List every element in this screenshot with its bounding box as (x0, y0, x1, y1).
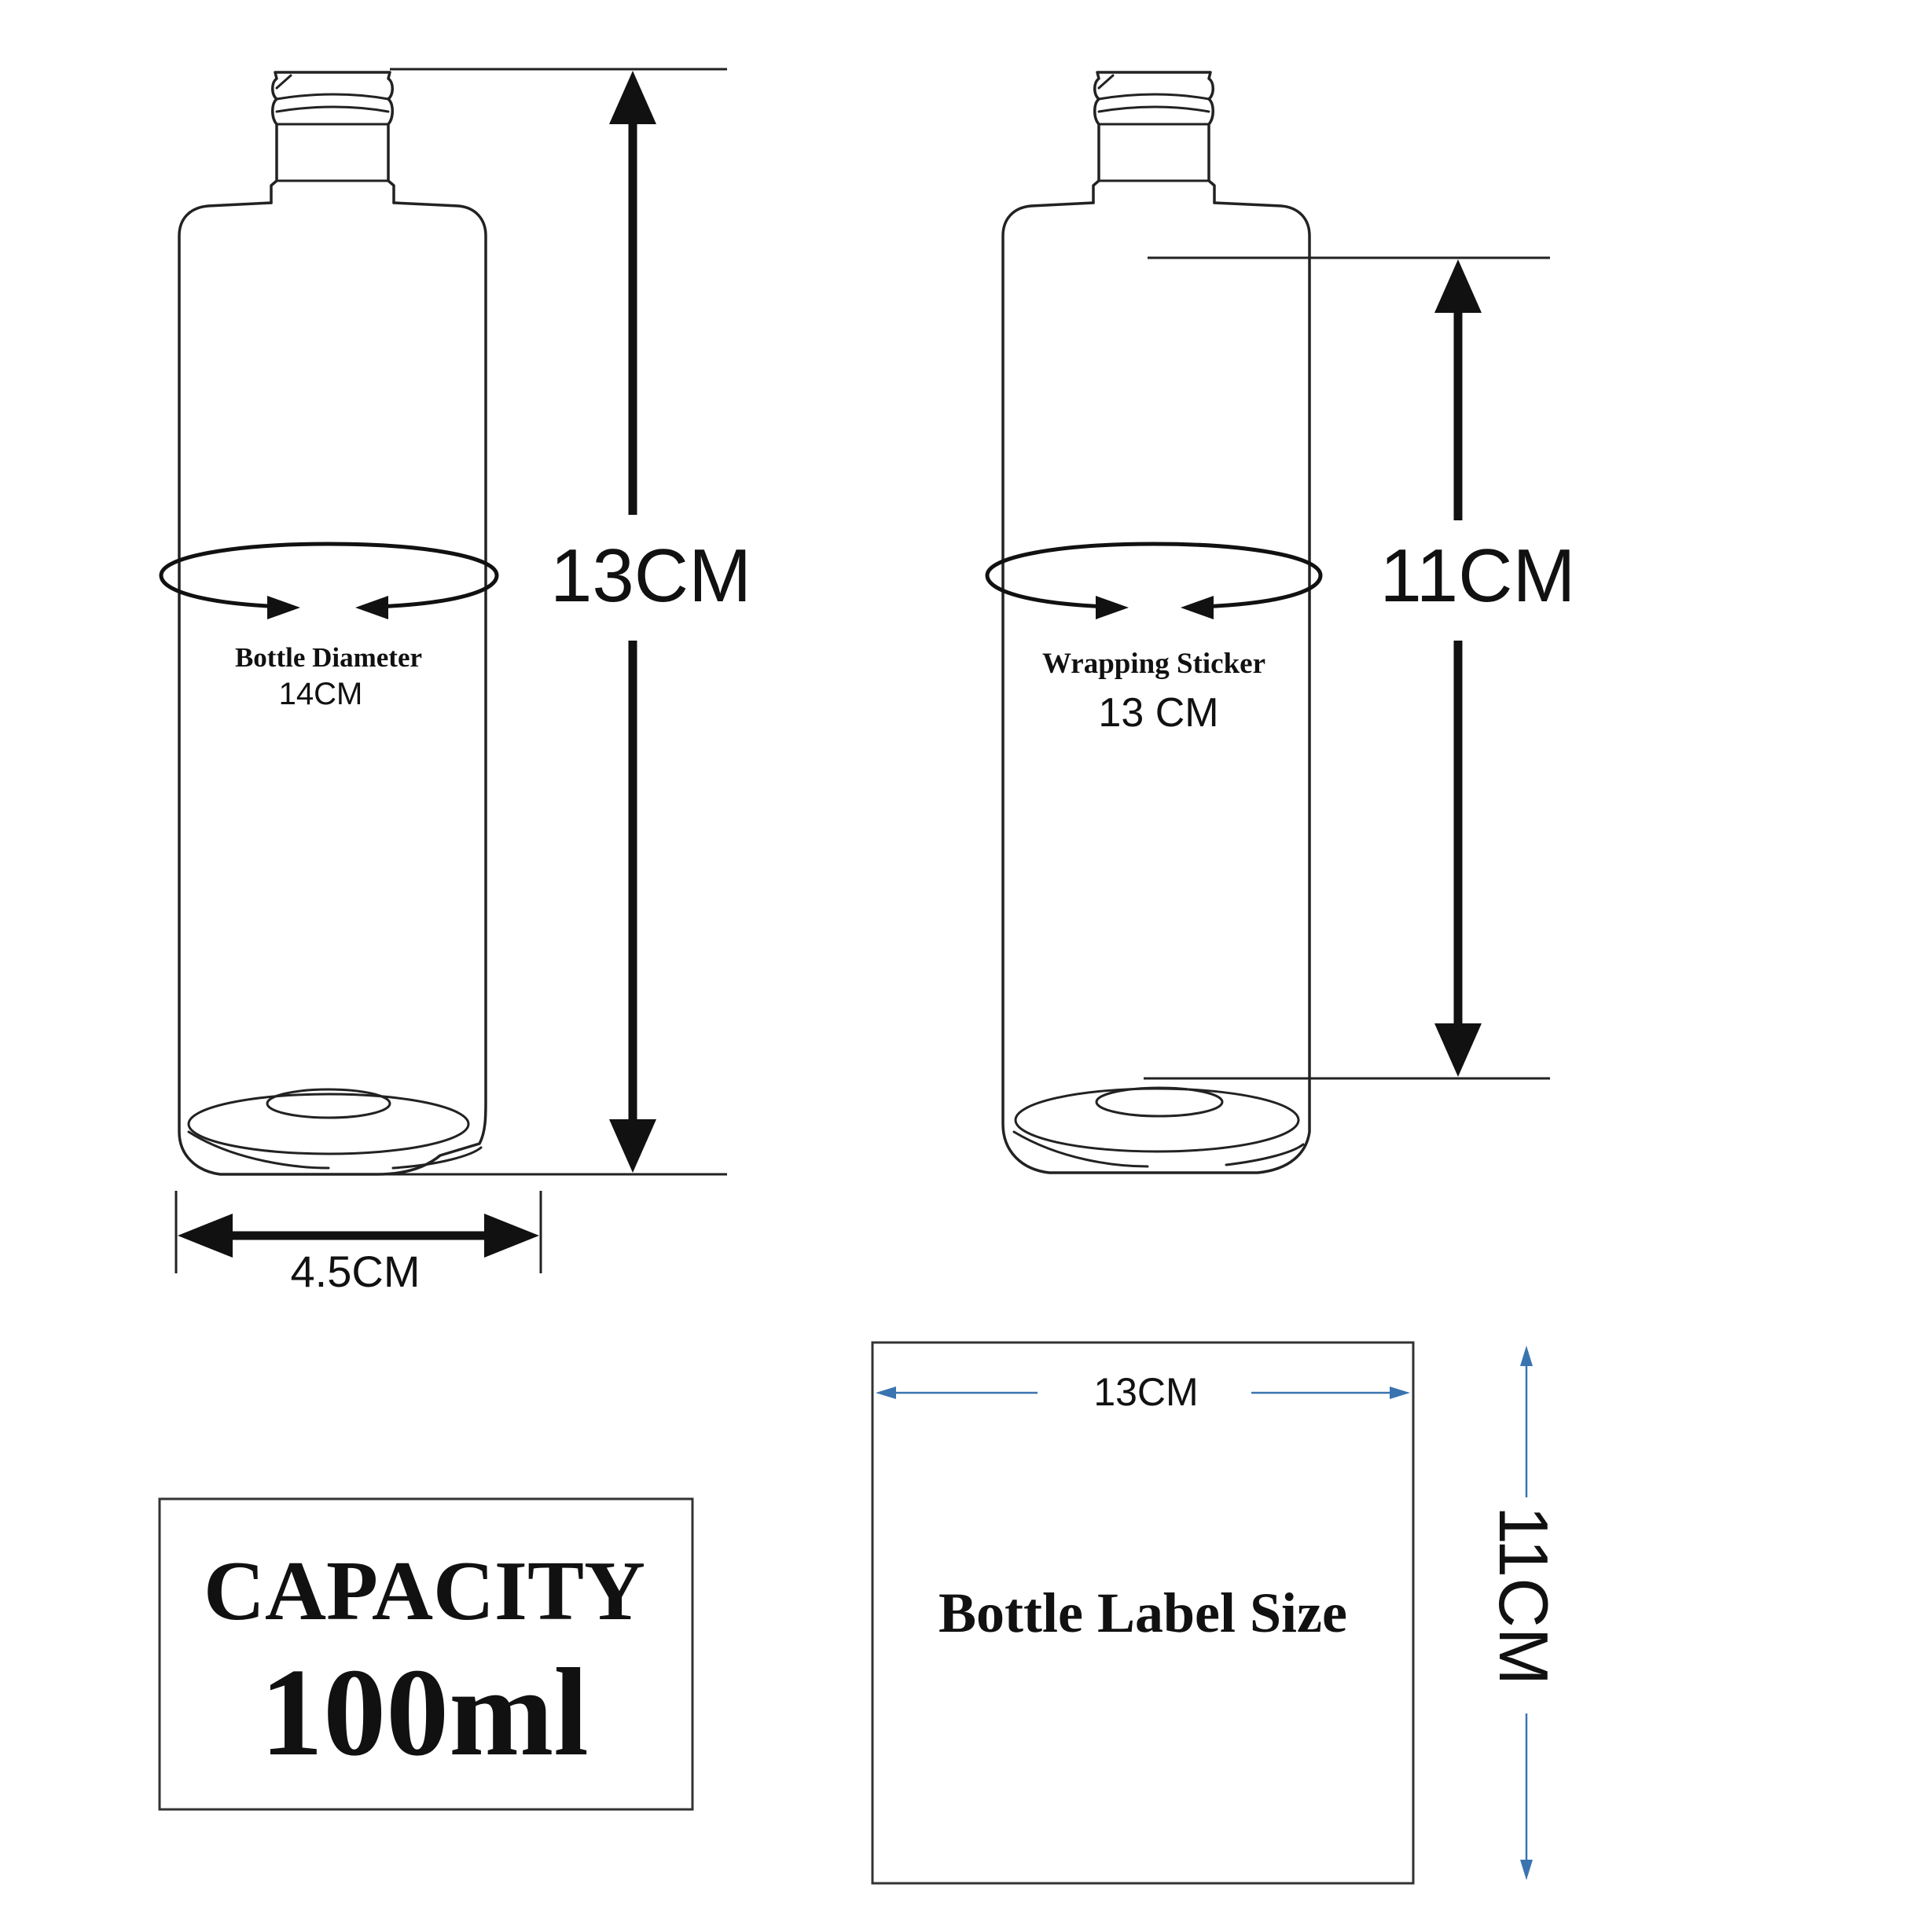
left-bottle (178, 71, 487, 1176)
label-width-label: 13CM (1093, 1370, 1198, 1414)
left-height-label: 13CM (550, 534, 751, 618)
capacity-title: CAPACITY (204, 1544, 645, 1638)
label-size-box (871, 1341, 1415, 1885)
label-width-dimension (876, 1387, 1410, 1399)
right-height-label: 11CM (1380, 534, 1576, 618)
right-ring-caption: Wrapping Sticker (1042, 648, 1265, 680)
left-bottle-base-dimple (266, 1088, 391, 1119)
left-width-label: 4.5CM (291, 1247, 421, 1296)
left-width-arrow (174, 1191, 542, 1273)
right-ring-value: 13 CM (1098, 690, 1218, 736)
label-size-title: Bottle Label Size (938, 1581, 1347, 1644)
right-sticker-ring (985, 542, 1323, 619)
left-bottle-threads (275, 74, 390, 182)
right-height-arrow (1434, 259, 1482, 1077)
capacity-value: 100ml (260, 1642, 589, 1782)
right-bottle-neck (1092, 71, 1216, 204)
left-ring-value: 14CM (279, 677, 363, 711)
label-height-dimension (1520, 1346, 1533, 1880)
left-bottle-neck (270, 71, 395, 204)
left-height-arrow (609, 71, 656, 1173)
left-bottle-base-ellipse (187, 1093, 470, 1155)
label-height-label: 11CM (1485, 1506, 1563, 1685)
right-bottle-threads (1097, 74, 1210, 182)
left-ring-caption: Bottle Diameter (235, 642, 422, 673)
right-bottle (1001, 71, 1311, 1174)
capacity-box (158, 1497, 694, 1811)
right-bottle-body (1001, 201, 1311, 1174)
right-bottle-base-ellipse (1014, 1087, 1300, 1153)
right-bottle-base-dimple (1095, 1086, 1224, 1118)
left-bottle-body (178, 201, 487, 1176)
left-diameter-ring (159, 542, 499, 619)
